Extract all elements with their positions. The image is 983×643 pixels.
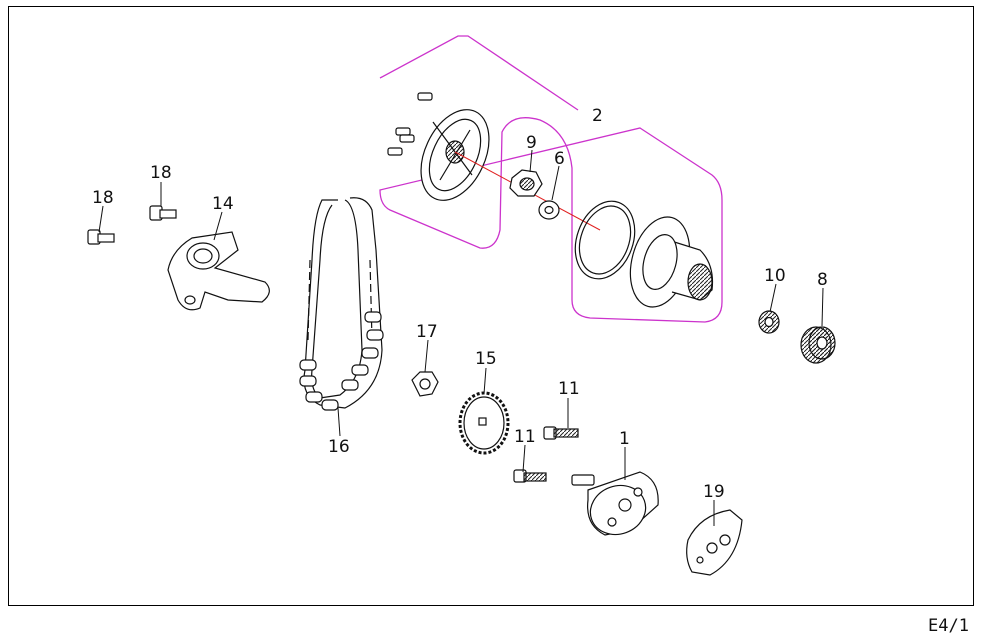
callout-1: 1: [619, 429, 630, 449]
callout-15: 15: [475, 349, 497, 369]
page-code: E4/1: [928, 616, 969, 636]
washer-part-6: [538, 200, 560, 220]
gasket-ring: [574, 200, 636, 280]
callout-9: 9: [526, 133, 537, 153]
callout-17: 17: [416, 322, 438, 342]
sprocket-part-15: [458, 391, 510, 455]
callout-11-upper: 11: [558, 379, 580, 399]
chain-part-16: [299, 197, 384, 411]
diagram-frame: [8, 6, 974, 606]
callout-19: 19: [703, 482, 725, 502]
chain-guide-part-14: [167, 231, 270, 311]
callout-11-lower: 11: [514, 427, 536, 447]
callout-8: 8: [817, 270, 828, 290]
callout-16: 16: [328, 437, 350, 457]
bolt-part-11: [513, 426, 579, 483]
gear-part-8: [800, 326, 836, 364]
cover-plate-part: [420, 109, 490, 201]
leader-lines: [98, 149, 824, 526]
plate-part-19: [686, 509, 743, 576]
housing-part: [629, 216, 714, 308]
callout-18-upper: 18: [150, 163, 172, 183]
gear-part-10: [758, 310, 780, 334]
nut-part-17: [411, 371, 439, 397]
callout-6: 6: [554, 149, 565, 169]
callout-2: 2: [592, 106, 603, 126]
cover-screws: [387, 92, 433, 156]
callout-14: 14: [212, 194, 234, 214]
nut-part-9: [509, 169, 543, 197]
assembly-group-outline: [379, 35, 723, 323]
callout-18-lower: 18: [92, 188, 114, 208]
bolt-part-18: [87, 205, 177, 245]
callout-10: 10: [764, 266, 786, 286]
pump-part-1: [571, 471, 659, 536]
